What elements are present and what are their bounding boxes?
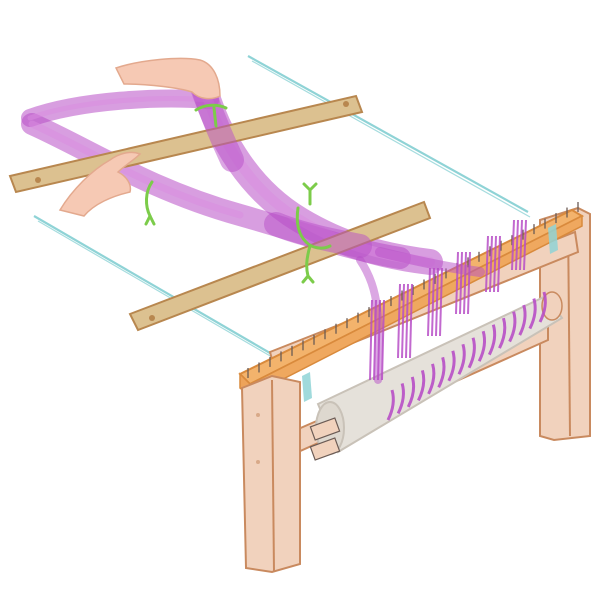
hand-upper bbox=[114, 57, 221, 100]
left-leg bbox=[240, 374, 301, 574]
cloth-beam-roller bbox=[309, 291, 564, 461]
leg-string-wrap bbox=[302, 224, 558, 402]
roller-handle bbox=[309, 417, 341, 461]
hand-lower bbox=[58, 151, 142, 217]
green-ties bbox=[144, 103, 332, 284]
roller-warp-wrap bbox=[386, 291, 547, 421]
guide-strings bbox=[33, 55, 531, 365]
